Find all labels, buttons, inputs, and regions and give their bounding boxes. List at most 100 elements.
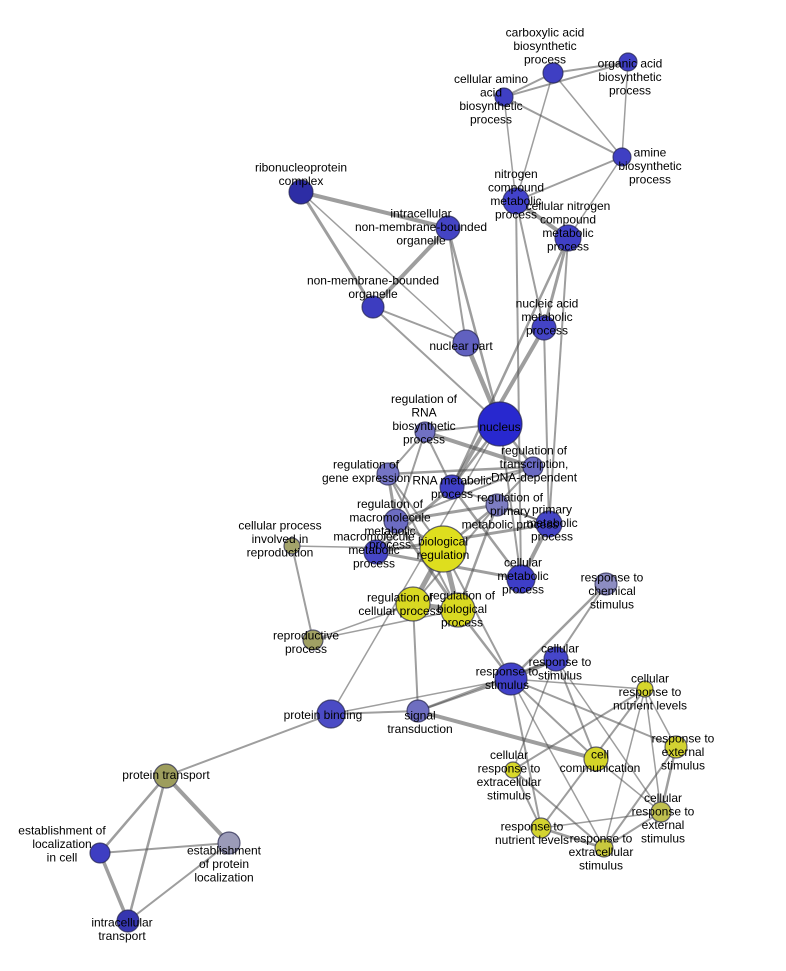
edge-regtrans-rnametab [451, 466, 534, 488]
edge-intraorg-nuclearpart [447, 227, 467, 344]
edge-regprimary-regmacromol [395, 503, 498, 523]
edge-cellrespnutrient-cellrespextracell [512, 688, 646, 771]
node-estprotloc[interactable] [217, 831, 241, 855]
edge-cellnitrogen-primarymetab [548, 237, 569, 525]
node-cellamino[interactable] [494, 87, 514, 107]
node-nucleicacid[interactable] [531, 315, 557, 341]
node-nucleus[interactable] [477, 401, 523, 447]
edge-carboxylic-nitrogen [515, 72, 554, 202]
node-proteintransport[interactable] [153, 763, 179, 789]
edge-organic-amine [621, 61, 629, 158]
edge-cellrespextracell-respextracell [512, 769, 605, 849]
edge-respnutrient-cellrespexternal [540, 811, 662, 829]
edge-estlocincell-intracelltransport [98, 852, 130, 922]
node-signaltrans[interactable] [406, 699, 430, 723]
node-cellrespexternal[interactable] [650, 801, 672, 823]
edge-respchem-cellrespstim [555, 583, 607, 660]
edge-nucleus-cellmetab [499, 423, 522, 580]
node-primarymetab[interactable] [535, 510, 563, 538]
node-reproductive[interactable] [302, 629, 324, 651]
edge-biolreg-respstim [442, 548, 512, 680]
edge-nitrogen-cellmetab [515, 200, 522, 580]
nodes-layer [89, 52, 688, 933]
edge-nmborg-nucleus [372, 306, 501, 425]
node-regbioproc[interactable] [440, 592, 476, 628]
node-cellcomm[interactable] [583, 746, 609, 772]
node-ribo[interactable] [288, 179, 314, 205]
edge-estprotloc-intracelltransport [127, 842, 230, 922]
node-rnametab[interactable] [439, 474, 465, 500]
edge-respnutrient-respextracell [540, 826, 605, 850]
edge-respchem-respstim [510, 583, 607, 680]
edge-nitrogen-nucleicacid [515, 200, 545, 329]
node-estlocincell[interactable] [89, 842, 111, 864]
node-regrnabio[interactable] [414, 421, 436, 443]
edge-carboxylic-amine [552, 72, 623, 158]
edge-respstim-proteinbinding [330, 678, 512, 715]
node-carboxylic[interactable] [542, 62, 564, 84]
edge-cellrespstim-cellrespextracell [512, 658, 557, 771]
edge-respexternal-respextracell [603, 746, 677, 849]
node-cellrespnutrient[interactable] [636, 680, 654, 698]
edge-proteintransport-estlocincell [99, 775, 167, 854]
edge-carboxylic-organic [552, 61, 629, 74]
node-regmacromol[interactable] [383, 508, 409, 534]
edge-cellamino-amine [503, 96, 623, 158]
node-cellmetab[interactable] [506, 564, 536, 594]
edge-cellrespnutrient-respextracell [603, 688, 646, 849]
edge-organic-cellamino [503, 61, 629, 98]
edge-respextracell-cellrespexternal [603, 811, 662, 849]
edge-respstim-cellcomm [510, 678, 597, 760]
node-respnutrient[interactable] [530, 817, 552, 839]
node-intraorg[interactable] [435, 215, 461, 241]
edge-estprotloc-estlocincell [99, 842, 230, 854]
node-regprimary[interactable] [485, 493, 509, 517]
edge-reproductive-regcellproc [312, 603, 414, 641]
edge-cellrespstim-cellcomm [555, 658, 597, 760]
edge-proteinbinding-proteintransport [165, 713, 332, 777]
edge-ribo-intraorg [300, 190, 449, 230]
node-respextracell[interactable] [594, 838, 614, 858]
node-respstim[interactable] [494, 662, 528, 696]
node-proteinbinding[interactable] [316, 699, 346, 729]
node-respchem[interactable] [594, 572, 618, 596]
edge-regprimary-regbioproc [456, 504, 499, 611]
node-cellnitrogen[interactable] [554, 224, 582, 252]
edge-cellnitrogen-rnametab [450, 237, 570, 488]
edge-proteintransport-estprotloc [164, 774, 231, 845]
edge-regrnabio-regmacromol [395, 431, 426, 522]
edge-cellprocrepro-reproductive [291, 545, 314, 641]
node-reggene[interactable] [376, 462, 400, 486]
node-organic[interactable] [618, 52, 638, 72]
node-biolreg[interactable] [419, 525, 467, 573]
edge-nucleus-proteinbinding [330, 423, 501, 715]
edge-cellnitrogen-nucleicacid [542, 237, 570, 329]
node-nmborg[interactable] [361, 295, 385, 319]
node-regtrans[interactable] [522, 456, 544, 478]
edge-ribo-nmborg [299, 191, 375, 308]
edge-respstim-respnutrient [510, 678, 542, 829]
node-nuclearpart[interactable] [452, 329, 480, 357]
node-cellrespextracell[interactable] [504, 761, 522, 779]
node-cellrespstim[interactable] [543, 646, 569, 672]
edge-cellrespextracell-respnutrient [512, 769, 542, 829]
node-amine[interactable] [612, 147, 632, 167]
node-nitrogen[interactable] [502, 187, 530, 215]
node-intracelltransport[interactable] [116, 909, 140, 933]
edge-regtrans-regmacromol [395, 466, 534, 522]
edge-intraorg-nucleus [446, 227, 502, 425]
edge-regtrans-reggene [387, 465, 534, 476]
edge-cellrespstim-signaltrans [417, 657, 557, 713]
edge-nucleicacid-primarymetab [543, 327, 550, 525]
edge-cellrespnutrient-cellrespexternal [644, 688, 662, 813]
node-cellprocrepro[interactable] [283, 537, 301, 555]
node-respexternal[interactable] [664, 735, 688, 759]
node-regcellproc[interactable] [395, 586, 431, 622]
edge-cellcomm-signaltrans [417, 709, 597, 761]
node-macromol[interactable] [363, 539, 389, 565]
edge-intraorg-nmborg [371, 226, 450, 309]
edge-cellcomm-cellrespexternal [595, 758, 662, 813]
